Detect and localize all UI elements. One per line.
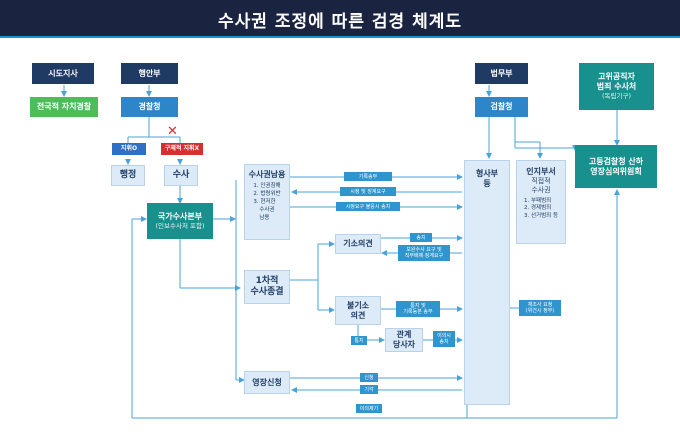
edge-label-objection: 이의시 송치 bbox=[433, 331, 455, 347]
edge-label-objection-line2: 송치 bbox=[439, 339, 449, 345]
edge-label-supp-req-line2: 직무배제·징계요구 bbox=[404, 253, 444, 259]
node-indict-opinion-label: 기소의견 bbox=[343, 239, 373, 248]
node-first-closure-line2: 수사종결 bbox=[250, 287, 284, 297]
recognition-list: 1. 부패범죄 2. 경제범죄 3. 선거범죄 등 bbox=[524, 198, 558, 222]
edge-label-reinvest-line2: (위건시 정부) bbox=[525, 308, 555, 314]
edge-label-correction-noncompliance-text: 시정요구 불응시 송치 bbox=[345, 203, 391, 210]
recognition-item: 2. 경제범죄 bbox=[523, 205, 552, 212]
node-criminal-dept-line1: 형사부 bbox=[475, 169, 499, 178]
abuse-item: 수사권 bbox=[259, 206, 275, 213]
edge-label-correction-req-text: 시정 및 징계요구 bbox=[350, 188, 386, 195]
node-criminal-dept-line2: 등 bbox=[483, 179, 491, 188]
edge-label-supp-req: 보완수사 요구 및 직무배제·징계요구 bbox=[398, 245, 450, 261]
abuse-item: 1. 인권침해 bbox=[253, 183, 281, 189]
edge-label-record-send-text: 기록송부 bbox=[358, 173, 378, 180]
node-cio: 고위공직자 범죄 수사처 (독립기구) bbox=[579, 63, 654, 110]
edge-label-notify-text: 통지 bbox=[354, 337, 364, 344]
node-moj: 법무부 bbox=[475, 63, 528, 84]
tag-command-allowed-label: 지휘O bbox=[120, 145, 138, 153]
node-nonindict-line2: 의견 bbox=[350, 310, 366, 320]
node-warrant-apply: 영장신청 bbox=[244, 371, 290, 394]
abuse-list: 1. 인권침해 2. 법령위반 3. 현저한 수사권 남용 bbox=[253, 183, 280, 223]
node-moia: 행안부 bbox=[121, 63, 178, 84]
edge-label-notify: 통지 bbox=[351, 336, 367, 345]
edge-label-apply-text: 신청 bbox=[364, 374, 374, 381]
edge-label-apply: 신청 bbox=[360, 373, 378, 382]
node-first-closure: 1차적 수사종결 bbox=[244, 270, 290, 304]
node-warrant-committee: 고등검찰청 산하 영장심의위원회 bbox=[575, 145, 657, 188]
prohibited-icon: ✕ bbox=[167, 124, 178, 139]
abuse-item: 3. 현저한 bbox=[253, 198, 276, 205]
edge-label-appeal-text: 이의제기 bbox=[359, 405, 379, 412]
node-sido-label: 시도지사 bbox=[48, 68, 78, 78]
node-related-party-line1: 관계 bbox=[396, 330, 412, 339]
node-investigation-abuse: 수사권남용 1. 인권침해 2. 법령위반 3. 현저한 수사권 남용 bbox=[244, 164, 290, 240]
node-nonindict-line1: 불기소 bbox=[346, 300, 370, 310]
node-recognition-dept: 인지부서 직접적 수사권 1. 부패범죄 2. 경제범죄 3. 선거범죄 등 bbox=[516, 160, 566, 244]
edge-label-record-send: 기록송부 bbox=[344, 172, 392, 181]
node-first-closure-line1: 1차적 bbox=[255, 275, 279, 286]
node-prosecution: 검찰청 bbox=[475, 97, 528, 117]
edge-label-reinvest: 재조사 요청 (위건시 정부) bbox=[519, 300, 561, 316]
title-bar: 수사권 조정에 따른 검경 체계도 bbox=[0, 0, 680, 38]
edge-label-notify-record-line2: 기록등본 송부 bbox=[403, 309, 433, 315]
edge-label-notify-record-line1: 통지 및 bbox=[410, 303, 426, 309]
node-sido: 시도지사 bbox=[32, 63, 94, 84]
node-investigation: 수사 bbox=[164, 165, 198, 186]
node-autonomous-police: 전국적 자치경찰 bbox=[30, 97, 98, 117]
node-moj-label: 법무부 bbox=[490, 68, 513, 78]
node-nib-label: 국가수사본부 bbox=[157, 211, 203, 221]
node-nonindict-opinion: 불기소 의견 bbox=[335, 296, 381, 325]
node-admin: 행정 bbox=[111, 165, 145, 186]
edge-label-reinvest-line1: 재조사 요청 bbox=[527, 302, 553, 308]
tag-command-prohibited: 구체적 지휘X bbox=[161, 143, 203, 155]
recognition-item: 3. 선거범죄 등 bbox=[523, 213, 559, 220]
tag-command-allowed: 지휘O bbox=[112, 143, 146, 155]
node-prosecution-label: 검찰청 bbox=[490, 102, 513, 111]
node-warrant-committee-line1: 고등검찰청 산하 bbox=[588, 156, 644, 166]
node-related-party: 관계 당사자 bbox=[385, 328, 423, 352]
node-autonomous-police-label: 전국적 자치경찰 bbox=[36, 102, 92, 111]
node-cio-line2: 범죄 수사처 bbox=[596, 82, 637, 92]
node-criminal-dept: 형사부 등 bbox=[464, 160, 510, 405]
edge-label-indict-send-text: 송치 bbox=[416, 234, 426, 241]
edge-label-supp-req-line1: 보완수사 요구 및 bbox=[406, 247, 442, 253]
recognition-item: 1. 부패범죄 bbox=[523, 197, 552, 204]
page-title: 수사권 조정에 따른 검경 체계도 bbox=[218, 11, 462, 32]
node-cio-line1: 고위공직자 bbox=[598, 72, 635, 82]
node-recognition-dept-label: 인지부서 bbox=[526, 167, 556, 176]
node-admin-label: 행정 bbox=[119, 169, 137, 180]
node-warrant-apply-label: 영장신청 bbox=[252, 377, 282, 387]
abuse-item: 2. 법령위반 bbox=[253, 190, 281, 197]
edge-label-indict-send: 송치 bbox=[410, 233, 432, 242]
node-recognition-sub1: 직접적 bbox=[531, 177, 551, 185]
edge-label-reject: 기각 bbox=[360, 385, 378, 394]
node-recognition-sub2: 수사권 bbox=[531, 185, 551, 194]
node-related-party-line2: 당사자 bbox=[392, 340, 416, 349]
edge-label-correction-noncompliance: 시정요구 불응시 송치 bbox=[336, 202, 400, 211]
node-moia-label: 행안부 bbox=[138, 68, 161, 78]
edge-label-correction-req: 시정 및 징계요구 bbox=[340, 187, 396, 196]
node-cio-sub: (독립기구) bbox=[602, 92, 631, 101]
node-nib: 국가수사본부 (인보수사처 포함) bbox=[147, 203, 213, 239]
node-police: 경찰청 bbox=[121, 97, 178, 117]
node-police-label: 경찰청 bbox=[138, 102, 161, 111]
node-indict-opinion: 기소의견 bbox=[335, 234, 381, 254]
tag-command-prohibited-label: 구체적 지휘X bbox=[164, 145, 200, 153]
node-nib-sub: (인보수사처 포함) bbox=[155, 221, 205, 230]
edge-label-notify-record: 통지 및 기록등본 송부 bbox=[396, 301, 440, 317]
node-warrant-committee-line2: 영장심의위원회 bbox=[590, 166, 642, 176]
node-investigation-label: 수사 bbox=[172, 169, 190, 180]
node-investigation-abuse-label: 수사권남용 bbox=[248, 170, 286, 179]
edge-label-reject-text: 기각 bbox=[364, 386, 374, 393]
abuse-item: 남용 bbox=[259, 214, 270, 221]
edge-label-appeal: 이의제기 bbox=[356, 404, 382, 413]
edge-label-objection-line1: 이의시 bbox=[437, 333, 451, 339]
